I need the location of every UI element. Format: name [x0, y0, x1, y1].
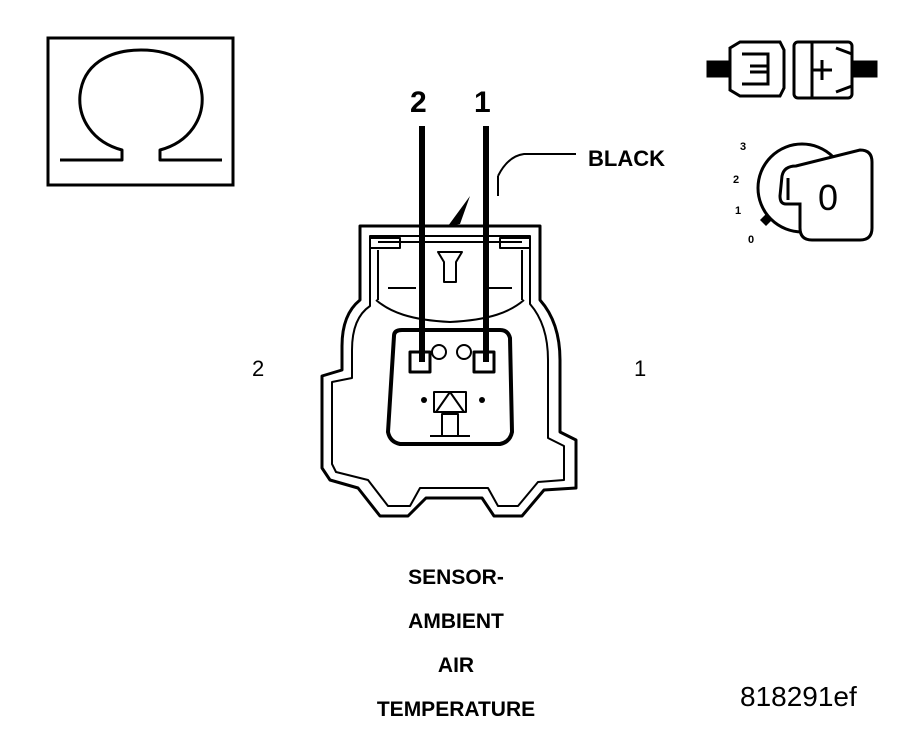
key-position-value: 0 — [818, 177, 838, 218]
component-name-line-1: SENSOR- — [408, 566, 504, 589]
ignition-position-1: 1 — [735, 205, 741, 217]
side-pin-1-label: 1 — [634, 356, 646, 381]
disconnected-connector-icon — [706, 40, 878, 100]
wire-color-label: BLACK — [588, 146, 665, 171]
component-name-line-4: TEMPERATURE — [377, 698, 535, 721]
side-pin-2-label: 2 — [252, 356, 264, 381]
ignition-position-2: 2 — [733, 174, 739, 186]
probe-pin-2-label: 2 — [410, 86, 427, 119]
probe-pin-1-label: 1 — [474, 86, 491, 119]
component-name-line-3: AIR — [438, 654, 474, 677]
wire-tab-marker — [448, 196, 470, 226]
ignition-position-0: 0 — [748, 234, 754, 246]
component-name-line-2: AMBIENT — [408, 610, 504, 633]
ohm-symbol-icon — [46, 36, 235, 187]
ignition-key-off-icon: 0 3 2 1 0 — [733, 141, 874, 246]
ignition-position-3: 3 — [740, 141, 746, 153]
figure-code: 818291ef — [740, 681, 857, 712]
sensor-connector-face — [320, 224, 578, 518]
wire-color-callout: BLACK — [497, 146, 665, 177]
component-name: SENSOR- AMBIENT AIR TEMPERATURE — [377, 566, 535, 721]
